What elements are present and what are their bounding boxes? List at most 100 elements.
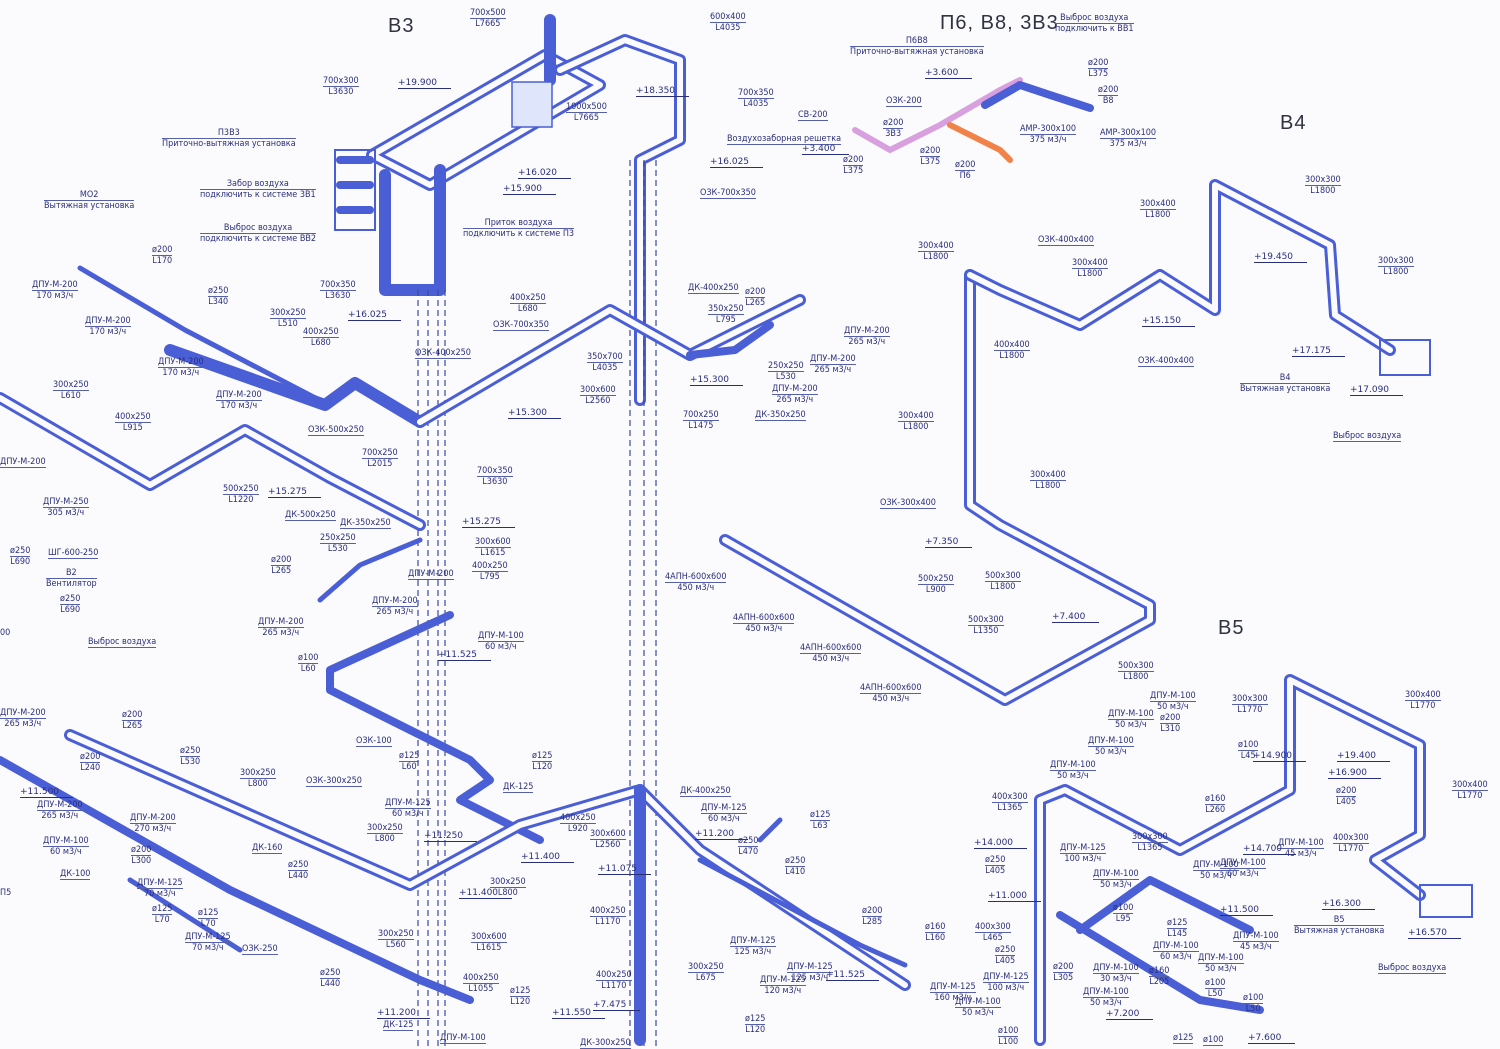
- duct-label-length: L2560: [585, 396, 611, 406]
- duct-label: ДК-400х250: [688, 283, 739, 294]
- duct-label: ОЗК-100: [356, 736, 392, 747]
- duct-label-size: ОЗК-400х400: [1038, 235, 1094, 246]
- duct-label-size: 300x300: [1305, 175, 1341, 186]
- duct-label-size: 400x250: [560, 813, 596, 824]
- duct-label-size: ø200: [1160, 713, 1181, 724]
- duct-label-length: 270 м3/ч: [134, 824, 172, 834]
- duct-label-size: ДПУ-М-200: [408, 569, 454, 580]
- duct-label-size: ø250: [208, 286, 229, 297]
- duct-label-length: L465: [982, 933, 1003, 943]
- duct-label-length: Приточно-вытяжная установка: [162, 139, 296, 149]
- duct-label: Выброс воздуха: [1378, 963, 1447, 974]
- duct-label-size: ø200: [1053, 962, 1074, 973]
- duct-label-size: 300x600: [590, 829, 626, 840]
- duct-label-size: П6В8: [850, 36, 984, 47]
- duct-label-size: ø125: [510, 986, 531, 997]
- duct-label-length: 170 м3/ч: [220, 401, 258, 411]
- elevation-mark: +3.600: [925, 68, 973, 79]
- partial-label: П5: [0, 888, 12, 898]
- elevation-mark: +7.400: [1052, 612, 1100, 623]
- duct-label: ОЗК-400х400: [1138, 356, 1194, 367]
- duct-label-size: 300x600: [475, 537, 511, 548]
- duct-label-length: L120: [510, 997, 531, 1007]
- duct-label-size: ДПУ-М-100: [1093, 869, 1139, 880]
- duct-label-length: 170 м3/ч: [89, 327, 127, 337]
- duct-label-length: 70 м3/ч: [191, 943, 224, 953]
- duct-label-size: ДПУ-М-125: [730, 936, 776, 947]
- duct-label-size: ДПУ-М-125: [787, 962, 833, 973]
- duct-label-size: ДК-300х250: [580, 1038, 631, 1049]
- duct-label-size: ø125: [810, 810, 831, 821]
- elevation-mark: +11.200: [377, 1008, 431, 1019]
- duct-label-size: 500x300: [985, 571, 1021, 582]
- duct-label: ø125: [1173, 1033, 1194, 1044]
- duct-label-size: ДК-400х250: [680, 786, 731, 797]
- duct-label-length: 60 м3/ч: [49, 847, 82, 857]
- duct-label-size: ø250: [985, 855, 1006, 866]
- duct-label-size: 350x700: [587, 352, 623, 363]
- duct-label-size: 400x250: [590, 906, 626, 917]
- duct-label-size: 500x250: [223, 484, 259, 495]
- duct-label-size: ДПУ-М-100: [440, 1033, 486, 1044]
- duct-label-size: ø200: [271, 555, 292, 566]
- duct-label-size: ДПУ-М-100: [1278, 838, 1324, 849]
- elevation-mark: +11.500: [1220, 905, 1274, 916]
- elevation-mark: +11.400: [459, 888, 513, 899]
- duct-label-size: ДПУ-М-100: [1153, 941, 1199, 952]
- duct-label-length: 265 м3/ч: [262, 628, 300, 638]
- duct-label-length: L375: [920, 157, 941, 167]
- duct-label: ДК-500х250: [285, 510, 336, 521]
- elevation-mark: +11.075: [598, 864, 652, 875]
- duct-label-size: ДПУ-М-200: [772, 384, 818, 395]
- elevation-mark: +14.900: [1253, 751, 1307, 762]
- duct-label-length: 265 м3/ч: [376, 607, 414, 617]
- duct-label-size: ø200: [745, 287, 766, 298]
- duct-label-length: 265 м3/ч: [776, 395, 814, 405]
- branch-lower-left: [0, 611, 911, 1046]
- duct-label-length: 60 м3/ч: [1226, 869, 1259, 879]
- duct-label-size: 400x250: [303, 327, 339, 338]
- duct-label-size: ø160: [1205, 794, 1226, 805]
- duct-label-length: L410: [785, 867, 806, 877]
- duct-label-length: L1800: [1145, 210, 1171, 220]
- duct-label-size: ø200: [920, 146, 941, 157]
- duct-label-length: Приточно-вытяжная установка: [850, 47, 984, 57]
- duct-label-size: ø250: [180, 746, 201, 757]
- duct-label-length: L1800: [1035, 481, 1061, 491]
- duct-label-size: 500x300: [1118, 661, 1154, 672]
- duct-label-length: 125 м3/ч: [734, 947, 772, 957]
- duct-label-length: L265: [271, 566, 292, 576]
- duct-label-size: ОЗК-400х400: [1138, 356, 1194, 367]
- duct-label-length: L375: [843, 166, 864, 176]
- elevation-mark: +16.900: [1328, 768, 1382, 779]
- duct-label-size: 300x250: [490, 877, 526, 888]
- duct-label-size: ø200: [80, 752, 101, 763]
- duct-label-size: ОЗК-200: [886, 96, 922, 107]
- duct-label: ОЗК-200: [886, 96, 922, 107]
